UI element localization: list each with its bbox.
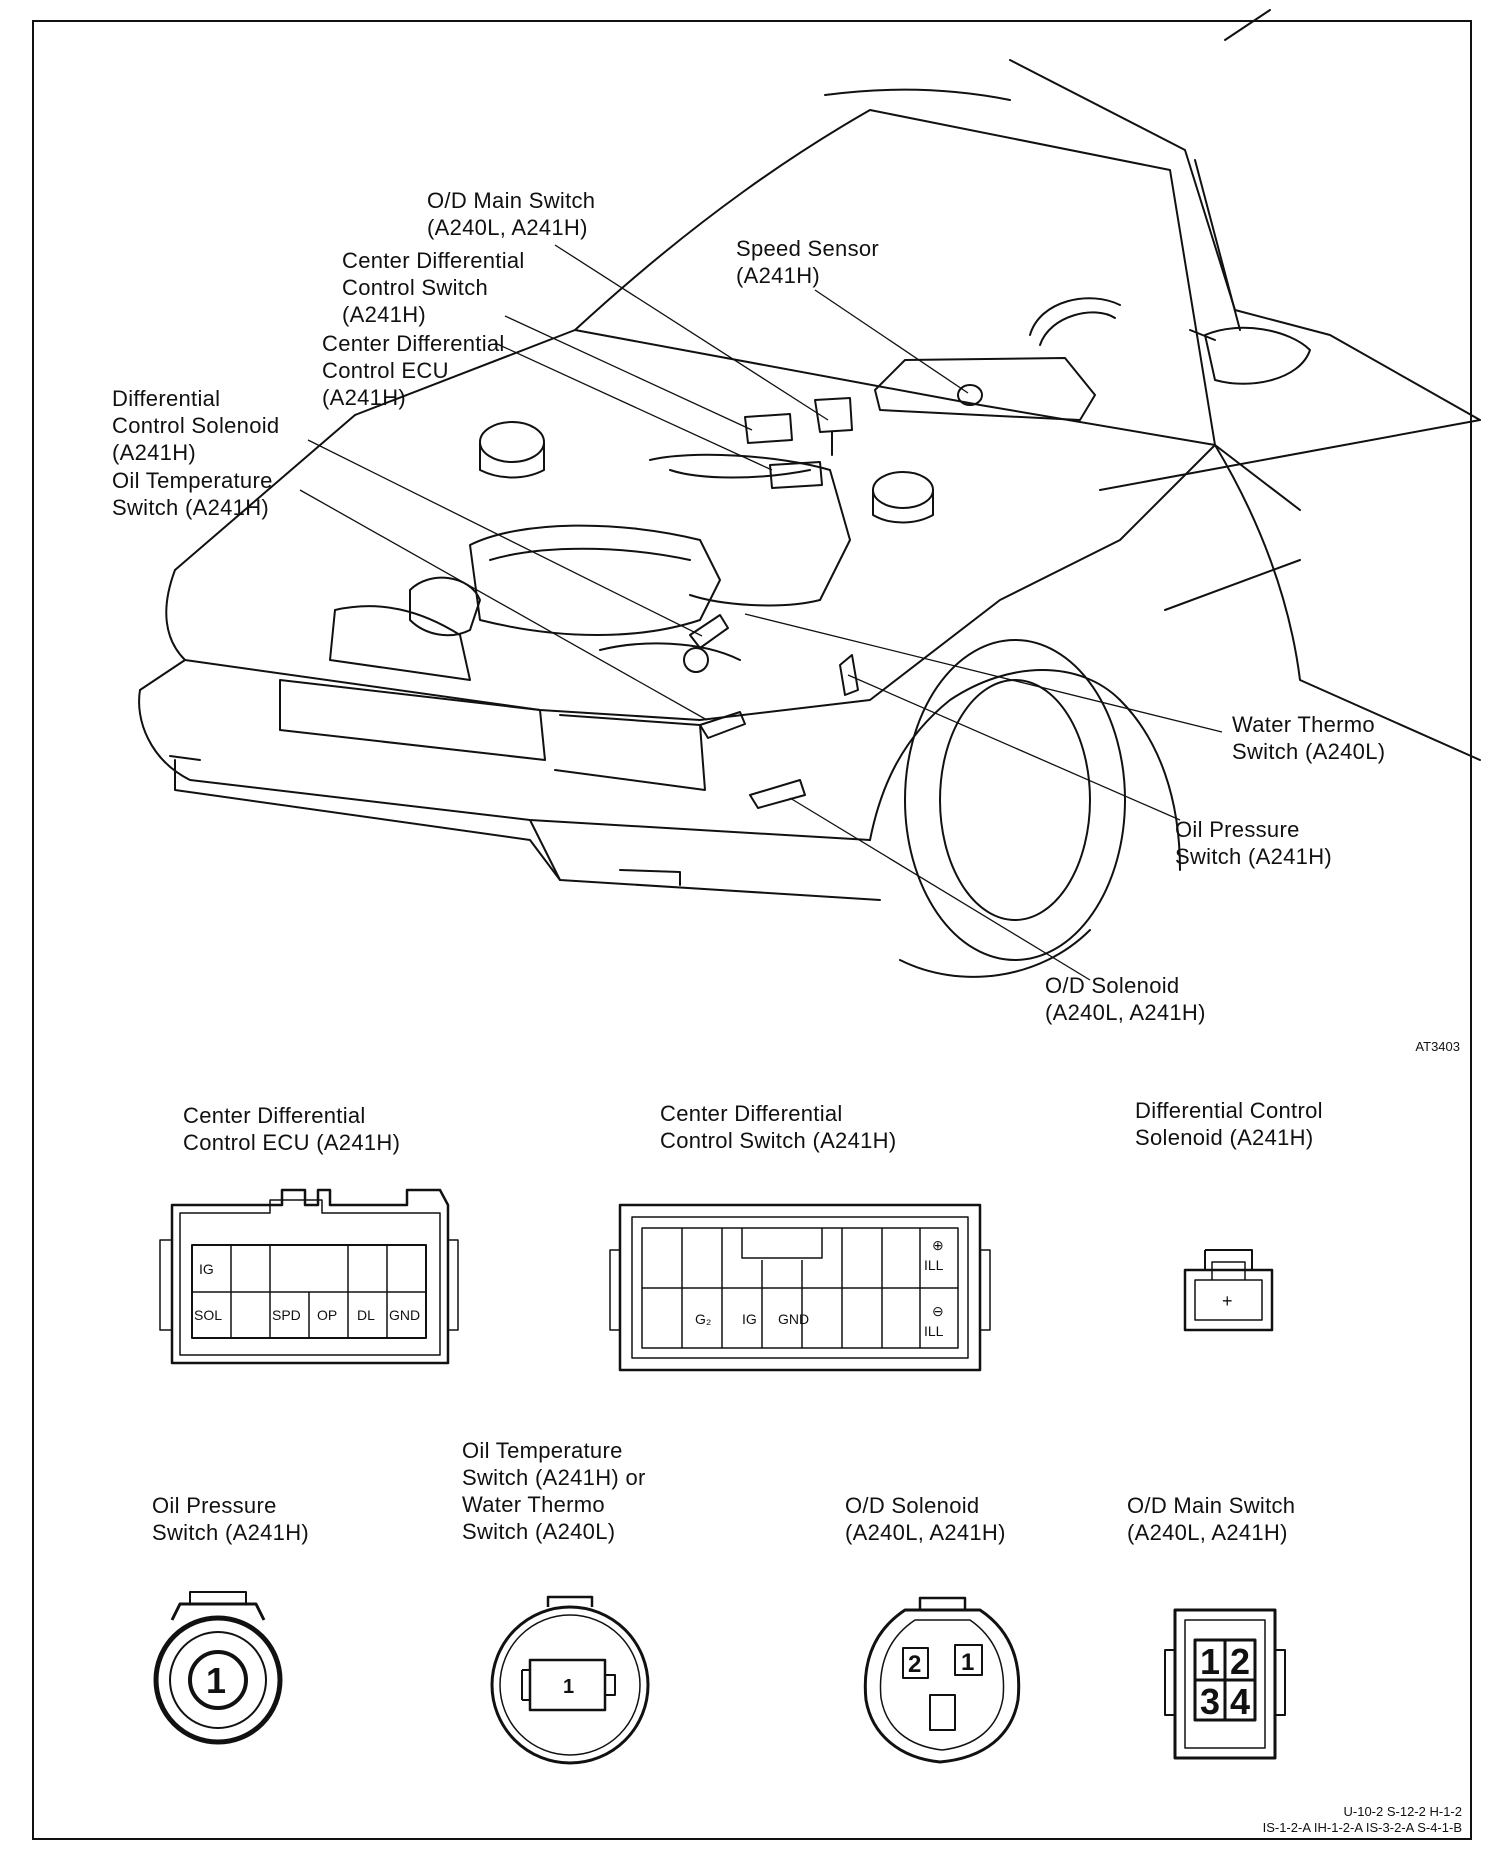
ecu-pin-spd: SPD (272, 1307, 301, 1323)
callout-water-thermo-switch: Water Thermo Switch (A240L) (1232, 712, 1386, 764)
od-solenoid-pin-2: 2 (908, 1651, 921, 1678)
callout-center-diff-switch: Center Differential Control Switch (A241… (342, 248, 525, 327)
oil-pressure-connector-title: Oil Pressure Switch (A241H) (152, 1493, 310, 1545)
od-main-pin-1: 1 (1200, 1641, 1220, 1682)
dcs-connector (1183, 1249, 1274, 1332)
page-frame (32, 20, 1472, 1840)
ecu-connector-title: Center Differential Control ECU (A241H) (183, 1103, 401, 1155)
oil-temp-connector (490, 1595, 650, 1765)
cd-switch-connector-title: Center Differential Control Switch (A241… (660, 1101, 897, 1153)
dcs-connector-title: Differential Control Solenoid (A241H) (1135, 1098, 1323, 1150)
engine-bay-illustration (138, 9, 1481, 981)
od-main-connector (1164, 1608, 1286, 1760)
cd-switch-connector (609, 1203, 991, 1372)
od-solenoid-connector (863, 1596, 1021, 1764)
callout-speed-sensor: Speed Sensor (A241H) (736, 236, 880, 288)
callout-oil-pressure-switch: Oil Pressure Switch (A241H) (1175, 817, 1333, 869)
od-main-connector-title: O/D Main Switch (A240L, A241H) (1127, 1493, 1296, 1545)
cds-pin-ill-plus: ILL (924, 1257, 944, 1273)
od-main-pin-2: 2 (1230, 1641, 1250, 1682)
ecu-connector (159, 1188, 459, 1365)
callout-od-main-switch: O/D Main Switch (A240L, A241H) (427, 188, 596, 240)
od-main-pin-3: 3 (1200, 1681, 1220, 1722)
oil-temp-pin-1: 1 (563, 1676, 574, 1698)
ecu-pin-sol: SOL (194, 1307, 222, 1323)
cds-pin-ill-plus-symbol: ⊕ (932, 1237, 944, 1253)
ecu-pin-op: OP (317, 1307, 337, 1323)
footer-code-line-2: IS-1-2-A IH-1-2-A IS-3-2-A S-4-1-B (1262, 1820, 1462, 1835)
callout-od-solenoid: O/D Solenoid (A240L, A241H) (1045, 973, 1206, 1025)
cds-pin-gnd: GND (778, 1311, 809, 1327)
od-main-pin-4: 4 (1230, 1681, 1250, 1722)
oil-pressure-pin-1: 1 (206, 1660, 226, 1701)
oil-pressure-connector (153, 1591, 283, 1745)
cds-pin-ill-minus: ILL (924, 1323, 944, 1339)
oil-temp-connector-title: Oil Temperature Switch (A241H) or Water … (462, 1438, 646, 1544)
callout-diff-control-solenoid: Differential Control Solenoid (A241H) (112, 386, 280, 465)
figure-code: AT3403 (1415, 1039, 1460, 1054)
od-solenoid-pin-1: 1 (961, 1649, 974, 1676)
cds-pin-ig: IG (742, 1311, 757, 1327)
callout-center-diff-ecu: Center Differential Control ECU (A241H) (322, 331, 505, 410)
ecu-pin-dl: DL (357, 1307, 375, 1323)
dcs-pin-plus: + (1222, 1291, 1233, 1311)
ecu-pin-gnd: GND (389, 1307, 420, 1323)
footer-code-line-1: U-10-2 S-12-2 H-1-2 (1343, 1804, 1463, 1819)
od-solenoid-connector-title: O/D Solenoid (A240L, A241H) (845, 1493, 1006, 1545)
ecu-pin-ig: IG (199, 1261, 214, 1277)
cds-pin-g2: G₂ (695, 1311, 711, 1327)
cds-pin-ill-minus-symbol: ⊖ (932, 1303, 944, 1319)
callout-oil-temp-switch: Oil Temperature Switch (A241H) (112, 468, 273, 520)
